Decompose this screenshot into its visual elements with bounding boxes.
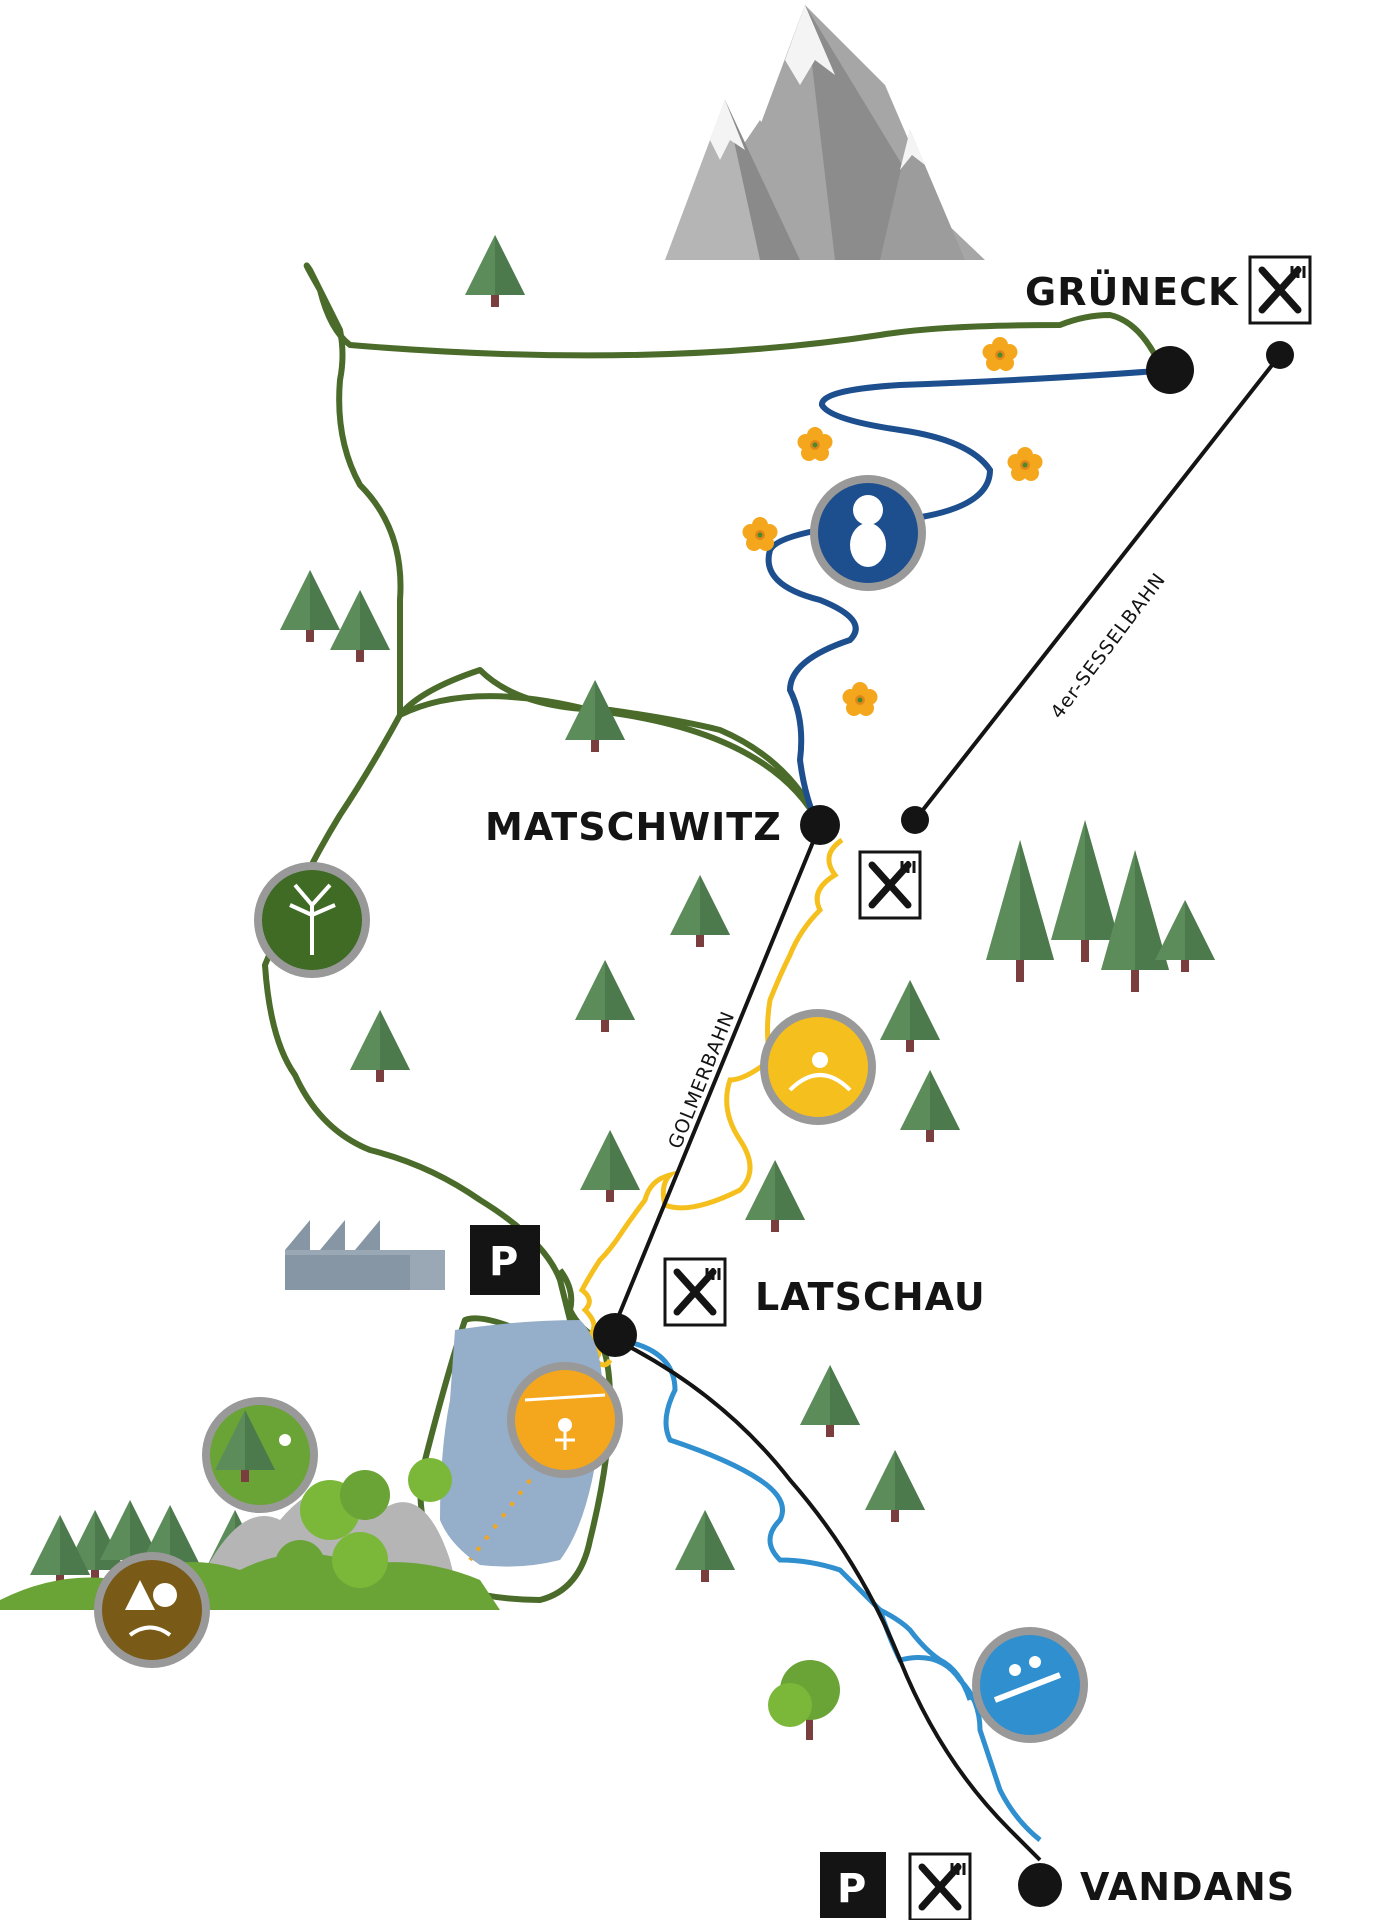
trees xyxy=(30,235,1215,1587)
label-sesselbahn: 4er-SESSELBAHN xyxy=(1046,569,1170,723)
forest-trail-icon[interactable] xyxy=(94,1552,210,1668)
lift-line-sesselbahn xyxy=(913,353,1282,822)
parking-label-2: P xyxy=(837,1866,866,1912)
parking-icon-latschau[interactable]: P xyxy=(470,1225,540,1295)
marmot-trail-icon[interactable] xyxy=(810,475,926,591)
forest-foreground xyxy=(0,1458,500,1610)
lift-line-lower xyxy=(609,1335,1042,1862)
alpine-slide-icon[interactable] xyxy=(760,1009,876,1125)
restaurant-icon-vandans[interactable] xyxy=(910,1854,970,1920)
station-matschwitz-lift[interactable] xyxy=(901,806,929,834)
lift-line-golmerbahn xyxy=(608,824,822,1338)
station-grueneck-lift[interactable] xyxy=(1266,341,1294,369)
flying-fox-icon[interactable] xyxy=(507,1362,623,1478)
restaurant-icon-grueneck[interactable] xyxy=(1250,257,1310,323)
label-latschau: LATSCHAU xyxy=(755,1275,986,1319)
station-grueneck[interactable] xyxy=(1146,346,1194,394)
station-vandans[interactable] xyxy=(1018,1863,1062,1907)
parking-label: P xyxy=(489,1239,518,1285)
factory-building xyxy=(285,1220,445,1290)
station-matschwitz[interactable] xyxy=(800,805,840,845)
deciduous-tree xyxy=(768,1660,840,1740)
parking-icon-vandans[interactable]: P xyxy=(820,1852,886,1918)
tree-crown-icon[interactable] xyxy=(254,862,370,978)
mountains-illustration xyxy=(665,5,985,260)
station-latschau[interactable] xyxy=(593,1313,637,1357)
high-ropes-course-icon[interactable] xyxy=(202,1397,318,1513)
river xyxy=(619,1337,1042,1842)
restaurant-icon-matschwitz[interactable] xyxy=(860,852,920,918)
restaurant-icon-latschau[interactable] xyxy=(665,1259,725,1325)
label-matschwitz: MATSCHWITZ xyxy=(485,805,782,849)
label-vandans: VANDANS xyxy=(1080,1865,1295,1909)
label-grueneck: GRÜNECK xyxy=(1025,270,1239,314)
rafting-icon[interactable] xyxy=(972,1627,1088,1743)
river-loops xyxy=(878,1607,973,1701)
